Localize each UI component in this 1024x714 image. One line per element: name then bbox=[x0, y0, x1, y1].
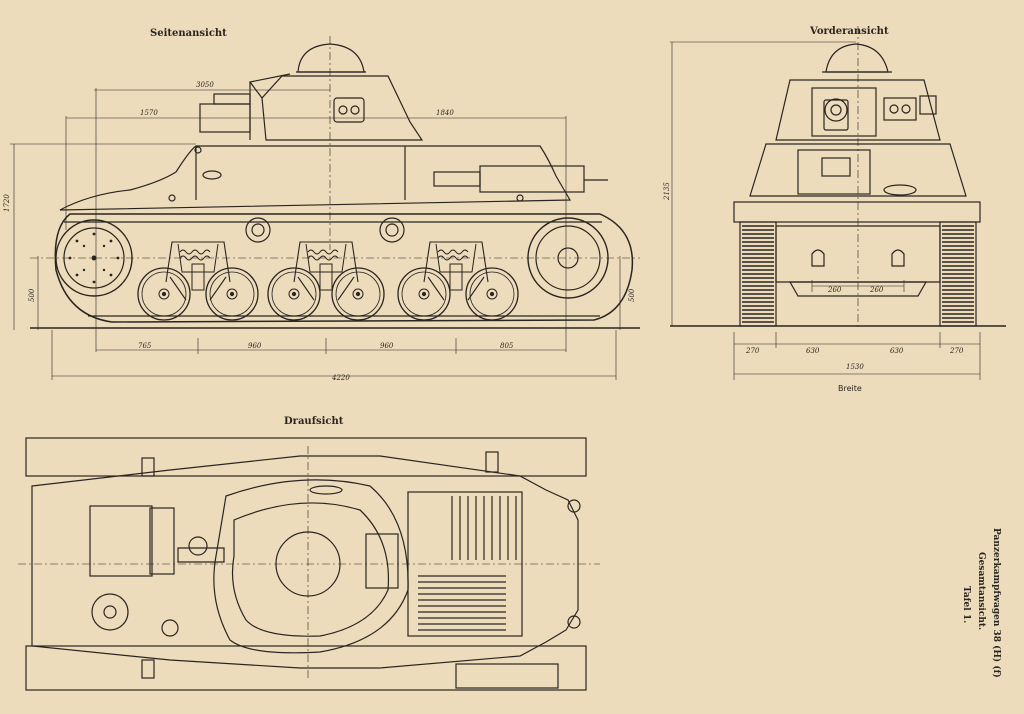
dim-wheel-2: 960 bbox=[248, 342, 262, 350]
dim-wheel-4: 805 bbox=[500, 342, 514, 350]
plate-number: Tafel 1. bbox=[961, 586, 971, 623]
top-view bbox=[18, 437, 600, 691]
side-view-title: Seitenansicht bbox=[150, 28, 227, 39]
dim-rear-upper: 1570 bbox=[140, 109, 158, 117]
dim-wheel-3: 960 bbox=[380, 342, 394, 350]
plate-vehicle-name: Panzerkampfwagen 38 (H) (f) bbox=[991, 528, 1002, 678]
plate-subtitle: Gesamtansicht. bbox=[976, 552, 986, 630]
top-view-title: Draufsicht bbox=[284, 416, 344, 427]
dim-hook-left: 260 bbox=[827, 286, 842, 294]
dim-wheel-1: 765 bbox=[138, 342, 152, 350]
front-view-title: Vorderansicht bbox=[809, 26, 889, 37]
front-view bbox=[670, 43, 1006, 327]
dim-inner-left: 630 bbox=[806, 347, 820, 355]
dim-inner-right: 630 bbox=[890, 347, 904, 355]
dim-track-right: 270 bbox=[949, 347, 964, 355]
width-caption: Breite bbox=[838, 384, 862, 393]
dim-rear-low: 500 bbox=[28, 288, 36, 302]
front-track-hatching bbox=[742, 225, 974, 323]
dim-front-upper: 1840 bbox=[436, 109, 454, 117]
dim-total-width: 1530 bbox=[846, 363, 864, 371]
side-view bbox=[30, 36, 640, 329]
side-dimension-lines bbox=[10, 88, 621, 380]
dim-overall-length: 4220 bbox=[331, 374, 350, 382]
dim-turret-span: 3050 bbox=[196, 81, 214, 89]
dim-front-height: 2135 bbox=[663, 182, 671, 201]
dim-height: 1720 bbox=[3, 194, 11, 212]
dim-front-low: 500 bbox=[628, 288, 636, 302]
dim-hook-right: 260 bbox=[869, 286, 884, 294]
front-dimension-lines bbox=[670, 26, 981, 380]
dim-track-left: 270 bbox=[745, 347, 760, 355]
